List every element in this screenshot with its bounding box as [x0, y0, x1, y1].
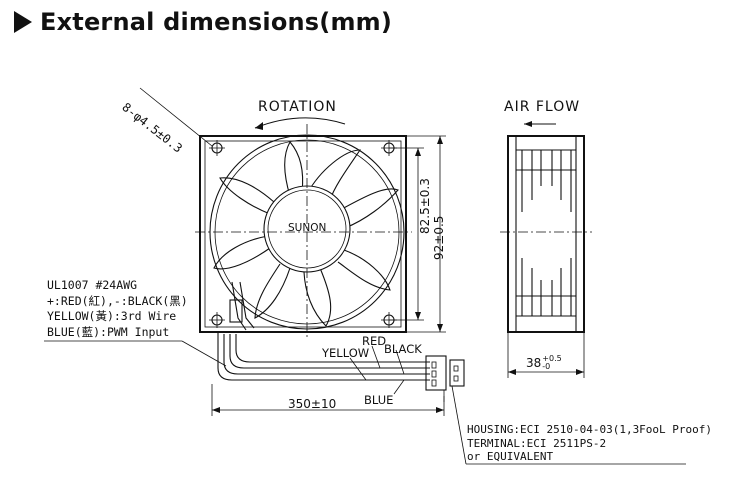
wire-yellow-label: YELLOW	[322, 346, 370, 360]
hub-brand-label: SUNON	[288, 222, 327, 234]
fan-blades	[213, 141, 399, 327]
connector-note-line: TERMINAL:ECI 2511PS-2	[467, 436, 607, 450]
connector-note-line: HOUSING:ECI 2510-04-03(1,3FooL Proof)	[467, 423, 713, 436]
dim-depth-base: 38	[526, 356, 542, 370]
connector-note-line: or EQUIVALENT	[467, 450, 554, 463]
heading-text: External dimensions(mm)	[40, 8, 393, 36]
wire-note-line: YELLOW(黃):3rd Wire	[47, 309, 177, 323]
dim-cable-label: 350±10	[288, 397, 337, 411]
fan-front-view	[139, 87, 412, 338]
dim-depth-lower: -0	[542, 362, 551, 371]
dim-depth-upper: +0.5	[542, 354, 562, 363]
wire-notes: UL1007 #24AWG +:RED(紅),-:BLACK(黑) YELLOW…	[47, 278, 188, 340]
cable-assembly	[44, 332, 686, 465]
rotation-label: ROTATION	[258, 99, 337, 115]
connector-notes: HOUSING:ECI 2510-04-03(1,3FooL Proof) TE…	[467, 423, 712, 464]
dim-pitch-label: 82.5±0.3	[418, 178, 432, 234]
wire-black-label: BLACK	[384, 342, 422, 356]
dimension-lines-front	[389, 135, 446, 333]
triangle-bullet-icon	[14, 11, 32, 33]
fan-side-view	[500, 121, 592, 378]
wire-note-line: BLUE(藍):PWM Input	[47, 324, 170, 339]
connector-housing	[425, 355, 447, 391]
side-frame-outline	[507, 135, 585, 333]
wire-note-line: UL1007 #24AWG	[47, 278, 138, 292]
section-heading: External dimensions(mm)	[14, 8, 392, 36]
fan-frame-outline	[199, 135, 407, 333]
dim-size-label: 92±0.5	[432, 215, 446, 260]
wire-note-line: +:RED(紅),-:BLACK(黑)	[47, 293, 188, 308]
air-flow-label: AIR FLOW	[504, 99, 581, 115]
dim-depth-label: 38 +0.5 -0	[526, 355, 562, 371]
wire-red-label: RED	[362, 334, 387, 348]
wire-blue-label: BLUE	[364, 393, 394, 407]
rotation-arrow-icon	[254, 117, 346, 129]
